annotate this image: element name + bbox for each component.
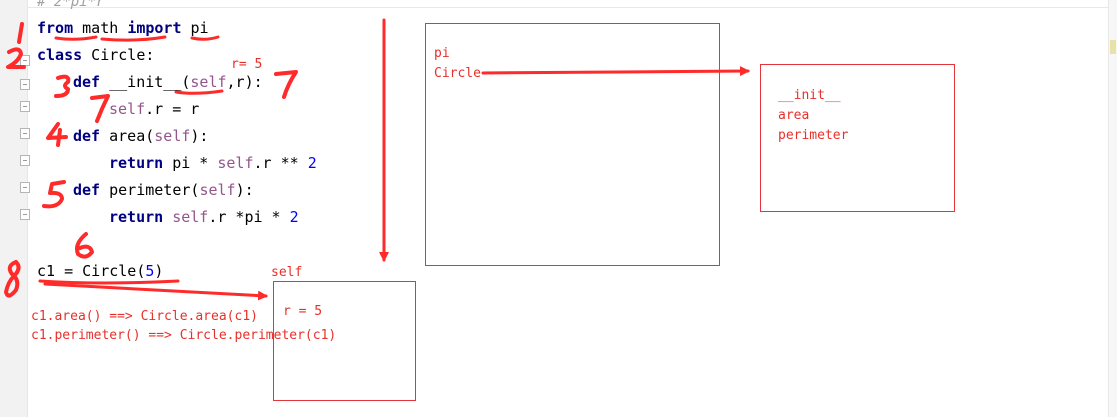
step-number-2 [6, 47, 26, 69]
self-token: self [154, 127, 191, 145]
code-text: ): [190, 127, 209, 145]
annotation-self-label: self [271, 265, 303, 280]
annotation-r-equals-5: r= 5 [231, 57, 263, 72]
keyword: class [37, 46, 83, 64]
namespace-entry-area: area [778, 108, 810, 123]
code-text: pi [181, 19, 209, 37]
code-text: .r *pi * [208, 208, 290, 226]
step-number-8 [4, 260, 21, 298]
fold-marker-perimeter-end[interactable] [20, 209, 30, 220]
namespace-entry-pi: pi [434, 46, 450, 61]
step-number-3 [54, 74, 71, 98]
number-literal: 5 [145, 262, 155, 280]
code-text: .r = r [145, 100, 200, 118]
self-token: self [172, 208, 209, 226]
underline-instantiate [38, 279, 180, 285]
code-line-return-area[interactable]: return pi * self.r ** 2 [109, 154, 317, 172]
step-number-7-mid [90, 94, 110, 123]
self-token: self [217, 154, 254, 172]
annotation-call-area: c1.area() ==> Circle.area(c1) [31, 309, 258, 324]
editor-top-divider [27, 7, 1117, 8]
code-text: perimeter( [100, 181, 200, 199]
namespace-entry-init: __init__ [778, 88, 841, 103]
fold-marker-area-end[interactable] [20, 155, 30, 166]
code-line-def-init[interactable]: def __init__(self,r): [73, 73, 263, 91]
code-comment: # 2*pi*r [37, 0, 105, 10]
step-number-5 [42, 180, 66, 209]
underline-import [100, 35, 167, 42]
code-text: ): [235, 181, 254, 199]
keyword: return [109, 208, 164, 226]
step-number-4 [46, 122, 68, 147]
self-token: self [109, 100, 146, 118]
code-text: __init__( [100, 73, 191, 91]
step-number-1 [17, 22, 24, 44]
fold-marker-init[interactable] [20, 79, 30, 90]
namespace-entry-perimeter: perimeter [778, 128, 849, 143]
keyword: def [73, 127, 101, 145]
code-text: area( [100, 127, 155, 145]
code-line-def-area[interactable]: def area(self): [73, 127, 208, 145]
underline-pi [190, 35, 220, 41]
annotation-call-perimeter: c1.perimeter() ==> Circle.perimeter(c1) [31, 328, 337, 343]
keyword: return [109, 154, 164, 172]
code-text: ) [154, 262, 164, 280]
keyword: from [37, 19, 74, 37]
number-literal: 2 [307, 154, 317, 172]
code-text: math [73, 19, 128, 37]
arrow-circle-to-class-box [481, 66, 750, 77]
fold-marker-init-end[interactable] [20, 101, 30, 112]
code-line-class[interactable]: class Circle: [37, 46, 154, 64]
code-text: c1 = Circle( [37, 262, 146, 280]
code-text: Circle: [82, 46, 155, 64]
self-token: self [190, 73, 227, 91]
class-namespace-box: __init__ area perimeter [760, 64, 955, 212]
underline-math [54, 35, 98, 41]
code-line-return-perimeter[interactable]: return self.r *pi * 2 [109, 208, 299, 226]
code-text: ,r): [226, 73, 263, 91]
keyword: import [127, 19, 182, 37]
underline-init-args [174, 89, 224, 95]
fold-marker-area[interactable] [20, 128, 30, 139]
code-line-assign-r[interactable]: self.r = r [109, 100, 199, 118]
fold-marker-perimeter[interactable] [20, 182, 30, 193]
keyword: def [73, 73, 101, 91]
line-gutter [0, 0, 28, 417]
namespace-entry-r: r = 5 [283, 304, 323, 319]
code-text: .r ** [253, 154, 308, 172]
keyword: def [73, 181, 101, 199]
scrollbar-marker [1110, 40, 1116, 54]
step-number-6 [75, 232, 94, 259]
code-line-import[interactable]: from math import pi [37, 19, 209, 37]
instance-namespace-box: r = 5 [273, 281, 416, 401]
editor-scrollbar[interactable] [1108, 0, 1117, 417]
global-namespace-box: pi Circle [425, 23, 720, 266]
arrow-self-to-instance [43, 282, 268, 301]
self-token: self [199, 181, 236, 199]
code-line-instantiate[interactable]: c1 = Circle(5) [37, 262, 163, 280]
code-line-def-perimeter[interactable]: def perimeter(self): [73, 181, 254, 199]
number-literal: 2 [289, 208, 299, 226]
step-number-7-top [274, 70, 298, 99]
code-text: pi * [163, 154, 218, 172]
namespace-entry-circle: Circle [434, 66, 481, 81]
